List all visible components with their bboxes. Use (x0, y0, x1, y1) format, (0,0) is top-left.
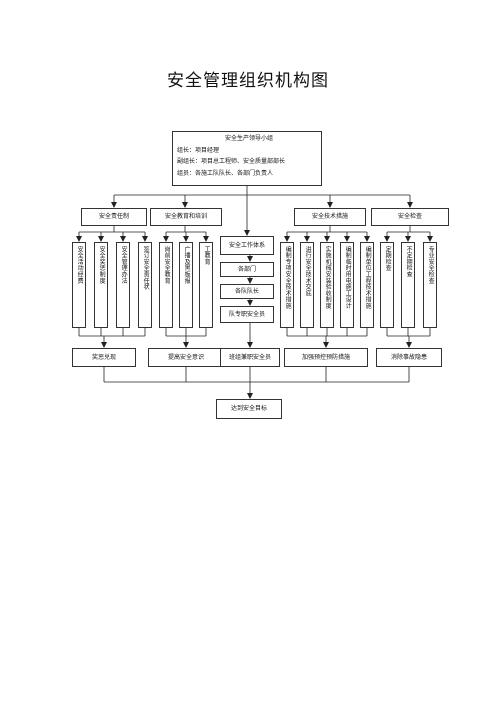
team-leaders-box: 各队队长 (220, 284, 274, 299)
outcome-team-safety-officer: 班组兼职安全员 (220, 348, 280, 367)
item-worker-education: 工教育 (199, 242, 213, 328)
item-broadcast-blackboard: 广播及黑板报 (179, 242, 193, 328)
category-technical-measures: 安全技术措施 (294, 208, 366, 226)
item-technical-briefing: 进行安全技术交底 (300, 242, 314, 328)
item-temporary-power-design: 编制临时用电施工设计 (340, 242, 354, 328)
work-system-box: 安全工作体系 (220, 236, 274, 255)
item-safety-reward-penalty: 安全奖惩制度 (94, 242, 108, 328)
departments-box: 各部门 (220, 262, 274, 277)
leadership-deputy: 副组长：项目总工程师、安全质量部部长 (177, 158, 286, 166)
page-title: 安全管理组织机构图 (167, 71, 329, 91)
leadership-group-box: 安全生产领导小组 组长：项目经理 副组长：项目总工程师、安全质量部部长 组员：各… (172, 131, 322, 186)
category-safety-inspection: 安全检查 (371, 208, 449, 226)
leadership-heading: 安全生产领导小组 (224, 135, 273, 142)
item-safety-management-methods: 安全管理办法 (116, 242, 130, 328)
item-machinery-acceptance: 实施机械安装验收制度 (320, 242, 334, 328)
outcome-raise-awareness: 提高安全意识 (148, 348, 224, 367)
item-unit-engineering-measures: 编制单位工程技术措施 (360, 242, 374, 328)
leadership-leader: 组长：项目经理 (177, 147, 220, 155)
item-professional-inspection: 专业安全检查 (423, 242, 437, 328)
category-education-training: 安全教育和培训 (150, 208, 222, 226)
outcome-prevention-measures: 加强预控预防措施 (284, 348, 368, 367)
outcome-eliminate-hazards: 消除事故隐患 (376, 348, 442, 367)
item-safety-responsibility-pledge: 签订安全责任状 (138, 242, 152, 328)
item-regular-inspection: 定期检查 (380, 242, 394, 328)
item-irregular-inspection: 不定期检查 (401, 242, 415, 328)
goal-box: 达到安全目标 (216, 399, 282, 419)
item-safety-activity-funds: 安全活动经费 (72, 242, 86, 328)
outcome-reward-penalty: 奖惩兑现 (72, 348, 136, 367)
category-responsibility: 安全责任制 (81, 208, 147, 226)
safety-officer-box: 队专职安全员 (220, 306, 274, 323)
leadership-members: 组员：各施工队队长、各部门负责人 (177, 169, 274, 177)
item-special-technical-measures: 编制专项安全技术措施 (280, 242, 294, 328)
item-pre-job-education: 岗前安全教育 (159, 242, 173, 328)
